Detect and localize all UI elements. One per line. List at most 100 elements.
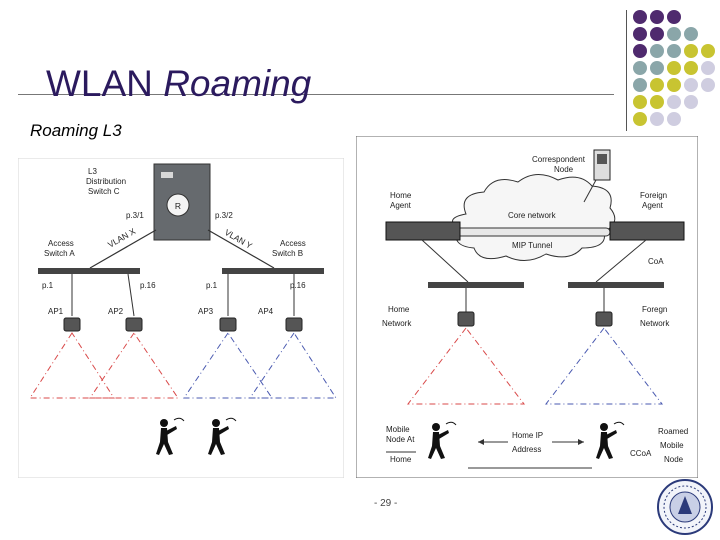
dot-olive <box>701 44 715 58</box>
ap-device <box>285 317 303 332</box>
ap-label: AP1 <box>48 307 64 316</box>
ap-label: AP2 <box>108 307 124 316</box>
dot-olive <box>633 95 647 109</box>
mobile-ip-diagram: Correspondent Node Core network MIP Tunn… <box>356 136 698 478</box>
dot-lavender <box>684 78 698 92</box>
home-agent-label: Agent <box>390 201 412 210</box>
walking-user-icon <box>208 417 237 455</box>
walking-user-icon <box>428 421 457 459</box>
dot-lavender <box>650 112 664 126</box>
roamed-label: Roamed <box>658 427 688 436</box>
dot-teal <box>633 78 647 92</box>
foreign-agent-router <box>609 221 685 241</box>
port-label: p.3/2 <box>215 211 233 220</box>
arrow-right-icon <box>578 439 584 445</box>
title-plain: WLAN <box>46 63 164 104</box>
dot-olive <box>684 61 698 75</box>
dot-purple <box>650 10 664 24</box>
dot-teal <box>633 61 647 75</box>
ap-label: AP4 <box>258 307 274 316</box>
dot-olive <box>667 61 681 75</box>
foreign-agent-label: Foreign <box>640 191 667 200</box>
home-network-label: Network <box>382 319 412 328</box>
mobile-home-label: Node At <box>386 435 415 444</box>
dot-lavender <box>684 95 698 109</box>
dot-olive <box>633 112 647 126</box>
dot-teal <box>650 61 664 75</box>
correspondent-link <box>583 179 597 203</box>
l3-switch-line: L3 <box>88 167 97 176</box>
dot-teal <box>667 27 681 41</box>
coa-label: CoA <box>648 257 664 266</box>
switch-b-label: Access <box>280 239 306 248</box>
home-ip-label: Home IP <box>512 431 543 440</box>
dot-purple <box>667 10 681 24</box>
dot-teal <box>667 44 681 58</box>
port-label: p.1 <box>42 281 54 290</box>
mobile-home-label: Home <box>390 455 412 464</box>
mobile-home-label: Mobile <box>386 425 410 434</box>
dot-lavender <box>701 61 715 75</box>
router-box: R <box>153 163 211 241</box>
access-points <box>63 317 303 332</box>
dot-olive <box>650 95 664 109</box>
home-ip-label: Address <box>512 445 541 454</box>
ap-device <box>63 317 81 332</box>
roamed-label: Node <box>664 455 684 464</box>
l3-switch-line: Switch C <box>88 187 120 196</box>
access-switch-a <box>38 268 140 274</box>
dot-purple <box>633 27 647 41</box>
home-network-label: Home <box>388 305 410 314</box>
router-label: R <box>175 201 181 211</box>
dot-lavender <box>667 95 681 109</box>
switch-a-label: Switch A <box>44 249 75 258</box>
dot-olive <box>650 78 664 92</box>
dot-olive <box>667 78 681 92</box>
foreign-link <box>595 239 647 283</box>
port-label: p.16 <box>140 281 156 290</box>
correspondent-label: Node <box>554 165 574 174</box>
core-network-label: Core network <box>508 211 557 220</box>
ap-device <box>125 317 143 332</box>
dot-lavender <box>667 112 681 126</box>
foreign-network-label: Network <box>640 319 670 328</box>
mobile-users <box>156 417 237 455</box>
port-label: p.1 <box>206 281 218 290</box>
mip-tunnel-label: MIP Tunnel <box>512 241 553 250</box>
port-label: p.16 <box>290 281 306 290</box>
walking-user-icon <box>156 417 185 455</box>
port-label: p.3/1 <box>126 211 144 220</box>
l3-switch-label: L3 Distribution Switch C <box>86 167 126 196</box>
home-ap-device <box>457 311 475 327</box>
home-agent-label: Home <box>390 191 412 200</box>
coverage-cones <box>29 332 337 399</box>
roamed-label: Mobile <box>660 441 684 450</box>
ap-label: AP3 <box>198 307 214 316</box>
dot-olive <box>684 44 698 58</box>
home-agent-router <box>385 221 461 241</box>
switch-b-label: Switch B <box>272 249 303 258</box>
home-link <box>421 239 469 283</box>
foreign-network-label: Foregn <box>642 305 667 314</box>
foreign-ap-device <box>595 311 613 327</box>
ap-device <box>219 317 237 332</box>
arrow-left-icon <box>478 439 484 445</box>
university-seal-icon <box>657 479 713 535</box>
dot-purple <box>633 10 647 24</box>
dot-teal <box>650 44 664 58</box>
home-switch <box>428 282 524 288</box>
trunk-line-x <box>89 229 157 269</box>
access-switch-b <box>222 268 324 274</box>
correspondent-node: Correspondent Node <box>532 149 611 181</box>
dot-teal <box>684 27 698 41</box>
ccoa-label: CCoA <box>630 449 652 458</box>
title-italic: Roaming <box>163 63 312 104</box>
trunk-line-y <box>207 229 275 269</box>
dot-purple <box>633 44 647 58</box>
slide-subtitle: Roaming L3 <box>30 121 122 140</box>
slide-title: WLAN Roaming <box>46 63 311 105</box>
l3-roaming-diagram: R L3 Distribution Switch C p.3/1 p.3/2 V… <box>18 158 344 478</box>
foreign-switch <box>568 282 664 288</box>
page-number: - 29 - <box>374 498 398 509</box>
